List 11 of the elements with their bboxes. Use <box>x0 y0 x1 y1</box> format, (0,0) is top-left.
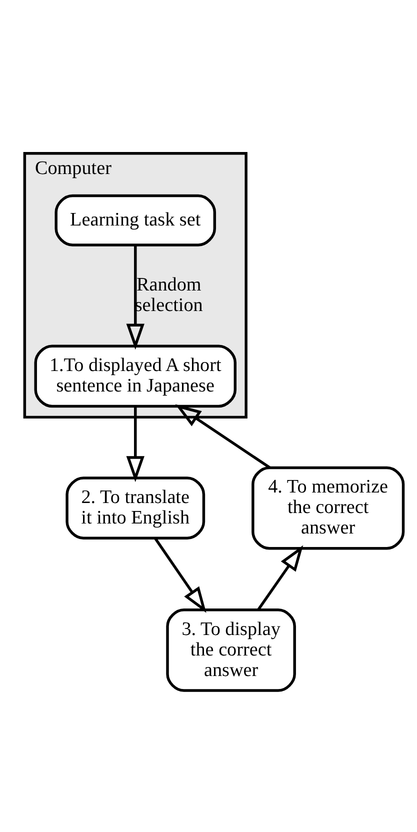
arrow <box>175 404 270 468</box>
node-box: 2. To translate it into English <box>66 476 206 539</box>
node-box: Learning task set <box>54 194 216 246</box>
arrow <box>154 537 206 612</box>
node-box: 3. To display the correct answer <box>166 608 296 692</box>
edge-label: Random selection <box>134 274 203 316</box>
arrow <box>126 244 144 350</box>
node-box: 4. To memorize the correct answer <box>252 466 405 550</box>
arrow <box>257 544 304 610</box>
node-box: 1.To displayed A short sentence in Japanese <box>34 344 237 408</box>
arrow <box>126 406 144 482</box>
